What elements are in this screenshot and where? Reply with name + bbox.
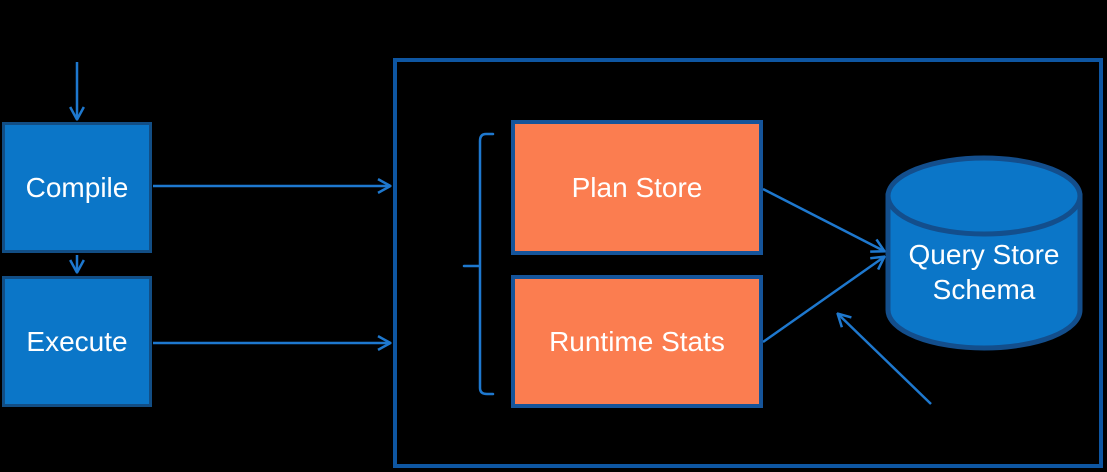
execute-box: Execute <box>2 276 152 407</box>
query-store-schema-label-line2: Schema <box>932 274 1036 305</box>
query-store-schema-label: Query Store Schema <box>888 237 1080 307</box>
arrow-runtime-stats-to-schema <box>762 257 884 344</box>
plan-store-box: Plan Store <box>511 120 763 255</box>
compile-box: Compile <box>2 122 152 253</box>
compile-label: Compile <box>25 171 129 203</box>
arrow-plan-store-to-schema <box>762 187 884 251</box>
database-cylinder-icon <box>885 155 1083 351</box>
execute-label: Execute <box>26 325 128 357</box>
group-brace <box>462 132 495 396</box>
arrow-to-schema-from-bottom <box>838 314 932 405</box>
runtime-stats-label: Runtime Stats <box>549 325 725 357</box>
query-store-schema-label-line1: Query Store <box>908 239 1060 270</box>
plan-store-label: Plan Store <box>571 171 703 203</box>
runtime-stats-box: Runtime Stats <box>511 275 763 408</box>
query-store-container-box <box>393 58 1103 468</box>
